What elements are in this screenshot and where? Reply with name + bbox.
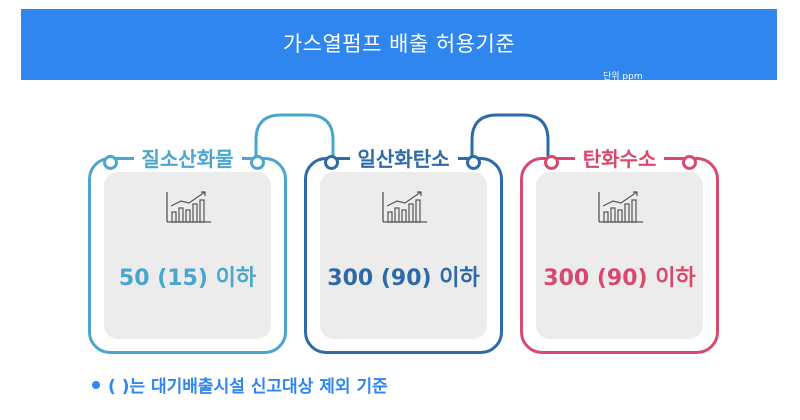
ring-left — [544, 155, 559, 170]
ring-left — [103, 155, 118, 170]
bar-chart-trend-icon — [381, 191, 427, 223]
card-hydrocarbons: 탄화수소 300 (90) 이하 — [520, 146, 719, 354]
footnote: ( )는 대기배출시설 신고대상 제외 기준 — [92, 372, 388, 397]
card-nitrogen-oxides: 질소산화물 50 (15) 이하 — [88, 146, 287, 354]
ring-right — [250, 155, 265, 170]
ring-right — [466, 155, 481, 170]
page-title: 가스열펌프 배출 허용기준 — [282, 32, 516, 56]
ring-left — [324, 155, 339, 170]
bar-chart-trend-icon — [597, 191, 643, 223]
card-title: 질소산화물 — [133, 146, 242, 172]
unit-label: 단위 ppm — [603, 72, 643, 82]
header-banner: 가스열펌프 배출 허용기준 단위 ppm — [21, 9, 777, 82]
bar-chart-trend-icon — [165, 191, 211, 223]
card-value: 300 (90) 이하 — [327, 266, 480, 291]
card-value: 50 (15) 이하 — [118, 266, 257, 291]
card-title: 일산화탄소 — [349, 146, 458, 172]
connector-1-2 — [254, 113, 335, 157]
card-value: 300 (90) 이하 — [543, 266, 696, 291]
connector-2-3 — [470, 113, 550, 157]
card-carbon-monoxide: 일산화탄소 300 (90) 이하 — [304, 146, 503, 354]
footnote-text: ( )는 대기배출시설 신고대상 제외 기준 — [108, 377, 388, 397]
card-title: 탄화수소 — [574, 146, 665, 172]
bullet-icon — [92, 380, 100, 389]
card-panel — [104, 172, 271, 339]
card-panel — [320, 172, 487, 339]
ring-right — [682, 155, 697, 170]
card-panel — [536, 172, 703, 339]
